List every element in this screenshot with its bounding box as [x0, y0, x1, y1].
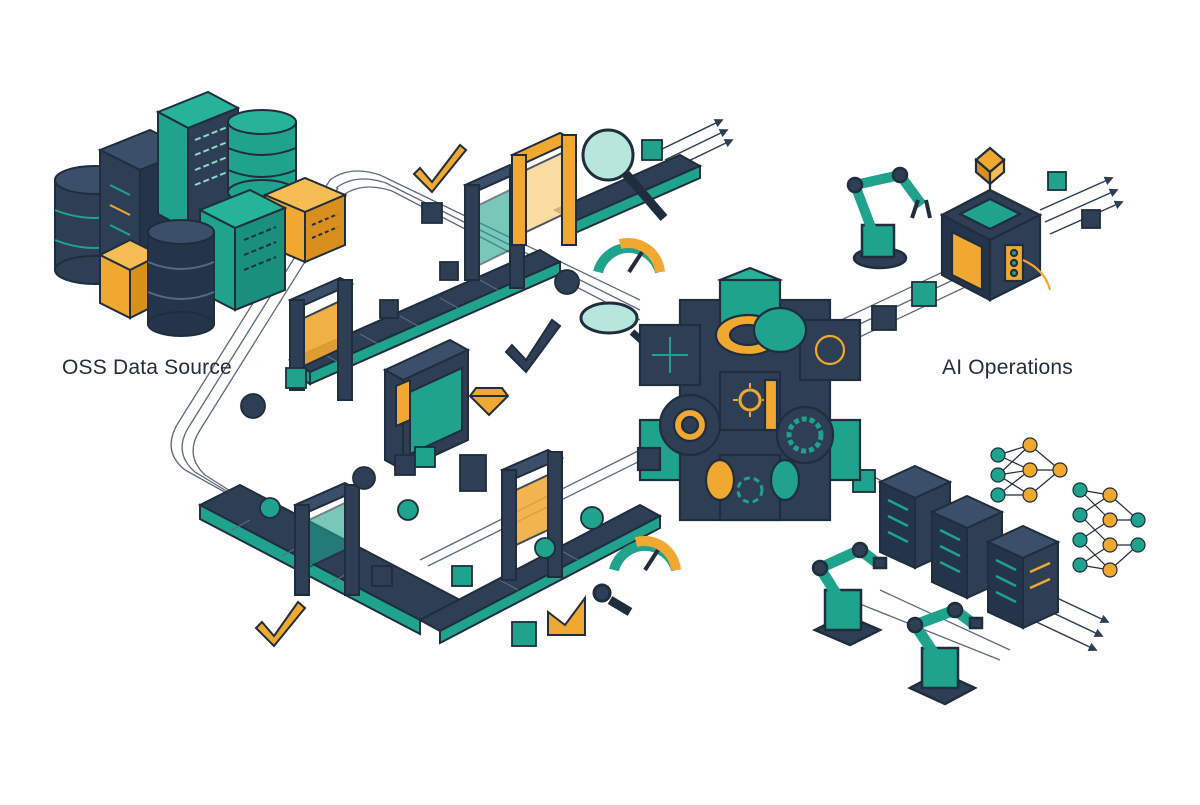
- central-hub-cube-icon: [636, 266, 862, 522]
- gear-icon: [775, 405, 835, 465]
- data-cube-icon: [394, 454, 416, 476]
- neural-network-icon: [990, 437, 1068, 503]
- robot-arm-icon: [846, 166, 932, 270]
- ai-processing-cube: [939, 146, 1052, 302]
- data-cube-icon: [379, 299, 399, 319]
- arrow-icon: [664, 129, 729, 161]
- data-cube-icon: [421, 202, 443, 224]
- monitor-screen-icon: [382, 338, 471, 472]
- magnifier-icon: [592, 583, 633, 616]
- inspection-gate-icon: [509, 131, 578, 246]
- robot-arm-icon: [906, 601, 984, 706]
- arrow-icon: [1039, 176, 1114, 211]
- checkmark-icon: [254, 600, 307, 648]
- server-rack-icon: [197, 188, 288, 312]
- arrow-icon: [1044, 188, 1119, 223]
- arrow-icon: [1027, 617, 1098, 652]
- data-cube-icon: [459, 454, 487, 492]
- checkmark-icon: [412, 143, 468, 194]
- data-cube-icon: [1047, 171, 1067, 191]
- arrow-icon: [659, 119, 724, 151]
- inspection-gate-icon: [292, 481, 361, 596]
- neural-network-icon: [1072, 482, 1146, 578]
- data-cube-icon: [641, 139, 663, 161]
- robot-arm-icon: [811, 541, 888, 647]
- data-sphere-icon: [352, 466, 376, 490]
- trend-chart-icon: [547, 594, 586, 636]
- ai-server-racks: [877, 464, 1061, 630]
- gem-icon: [468, 387, 510, 417]
- data-cube-icon: [439, 261, 459, 281]
- data-cube-icon: [414, 446, 436, 468]
- inspection-gate-icon: [499, 448, 565, 581]
- oss-data-source-label: OSS Data Source: [62, 356, 232, 379]
- conveyor-belt-top: [552, 153, 703, 235]
- data-cube-icon: [871, 305, 897, 331]
- gauge-icon: [593, 237, 665, 274]
- data-cube-icon: [911, 281, 937, 307]
- data-cube-icon: [451, 565, 473, 587]
- data-cube-icon: [1081, 209, 1101, 229]
- server-rack-icon: [985, 524, 1061, 630]
- data-sphere-icon: [259, 497, 281, 519]
- oss-data-source-cluster: [54, 90, 348, 337]
- magnifier-icon: [581, 128, 668, 221]
- gauge-icon: [609, 535, 681, 572]
- checkmark-icon: [504, 318, 562, 374]
- data-sphere-icon: [397, 499, 419, 521]
- data-cube-icon: [511, 621, 537, 647]
- data-cube-icon: [285, 367, 307, 389]
- data-sphere-icon: [534, 537, 556, 559]
- ai-operations-label: AI Operations: [942, 356, 1073, 379]
- data-cube-icon: [371, 565, 393, 587]
- data-sphere-icon: [580, 506, 604, 530]
- database-cylinder-icon: [147, 219, 215, 337]
- data-sphere-icon: [554, 269, 580, 295]
- data-sphere-icon: [240, 393, 266, 419]
